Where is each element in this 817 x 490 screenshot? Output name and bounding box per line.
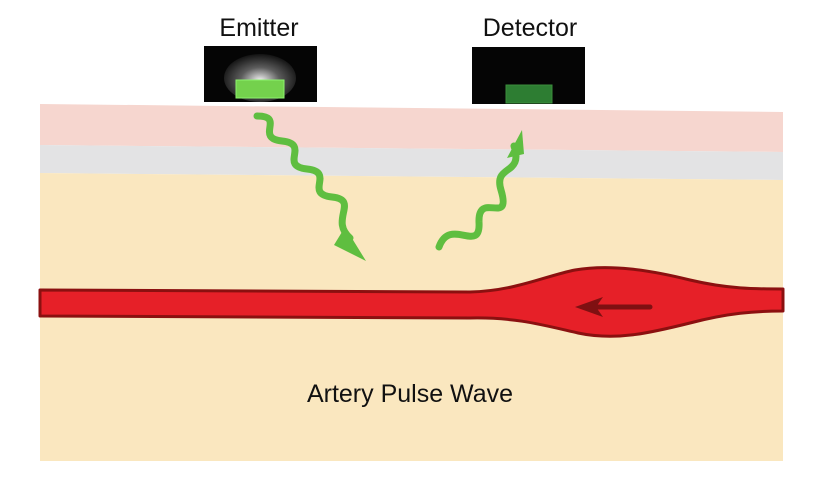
artery-pulse-wave-label: Artery Pulse Wave <box>306 380 514 408</box>
emitter-sensor <box>204 46 317 102</box>
emitted-light-arrow <box>253 112 366 261</box>
reflected-light-arrow <box>435 130 524 251</box>
detector-sensor <box>472 47 585 104</box>
emitter-label: Emitter <box>219 14 299 42</box>
detector-label: Detector <box>482 14 578 42</box>
left-arrow-icon <box>575 297 653 317</box>
artery-vessel <box>38 266 785 338</box>
skin-middle-layer <box>40 145 783 180</box>
skin-top-layer <box>40 104 783 152</box>
